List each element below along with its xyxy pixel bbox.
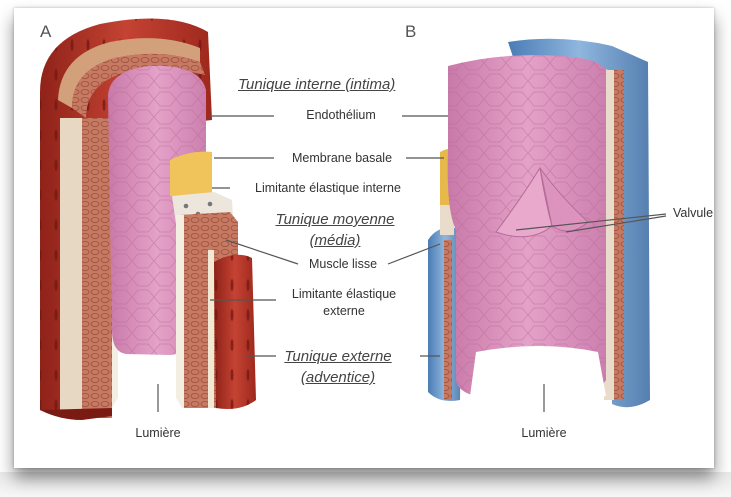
lumen-b-label: Lumière bbox=[514, 425, 574, 442]
tunic-media-line2: (média) bbox=[270, 230, 400, 251]
panel-a-letter: A bbox=[40, 22, 51, 42]
tunic-media-label: Tunique moyenne (média) bbox=[270, 209, 400, 251]
vein-illustration bbox=[428, 39, 650, 407]
panel-b-letter: B bbox=[405, 22, 416, 42]
endothelium-label: Endothélium bbox=[282, 107, 400, 124]
valve-label: Valvule bbox=[668, 205, 718, 222]
basement-membrane-label: Membrane basale bbox=[278, 150, 406, 167]
external-elastic-label: Limitante élastique externe bbox=[280, 286, 408, 320]
tunic-media-line1: Tunique moyenne bbox=[270, 209, 400, 230]
artery-illustration bbox=[40, 19, 256, 420]
tunic-intima-label: Tunique interne (intima) bbox=[238, 74, 395, 95]
external-elastic-line1: Limitante élastique bbox=[280, 286, 408, 303]
external-elastic-line2: externe bbox=[280, 303, 408, 320]
smooth-muscle-label: Muscle lisse bbox=[298, 256, 388, 273]
lumen-a-label: Lumière bbox=[128, 425, 188, 442]
internal-elastic-label: Limitante élastique interne bbox=[236, 180, 420, 197]
tunic-adventitia-line2: (adventice) bbox=[276, 367, 400, 388]
tunic-adventitia-line1: Tunique externe bbox=[276, 346, 400, 367]
tunic-adventitia-label: Tunique externe (adventice) bbox=[276, 346, 400, 388]
